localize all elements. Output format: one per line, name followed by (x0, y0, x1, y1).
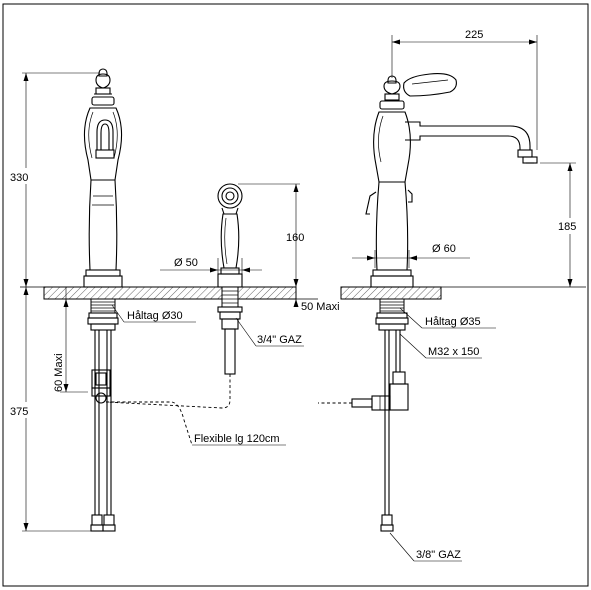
drawing-frame (2, 3, 589, 587)
dim-160-label: 160 (286, 232, 304, 244)
callout-gaz34: 3/4" GAZ (257, 334, 302, 346)
dim-50-maxi-label: 50 Maxi (301, 301, 340, 313)
countertop-right (340, 286, 586, 300)
dimension-185 (540, 162, 580, 287)
faucet-side-view (351, 73, 538, 532)
callout-gaz38: 3/8" GAZ (416, 549, 461, 561)
dim-375-label: 375 (10, 406, 28, 418)
hand-shower (217, 183, 243, 375)
dimension-phi60 (352, 250, 470, 268)
countertop-left (20, 286, 318, 300)
dim-330-label: 330 (10, 172, 28, 184)
flexible-hose-sweep (106, 401, 193, 446)
dimension-60-maxi (60, 287, 88, 393)
dimension-phi50 (160, 258, 262, 276)
flexible-hose (105, 374, 231, 409)
dim-phi50-label: Ø 50 (174, 257, 198, 269)
dimension-50-maxi (293, 287, 299, 307)
callout-m32: M32 x 150 (428, 346, 479, 358)
dim-185-label: 185 (558, 221, 576, 233)
callout-flexible: Flexible lg 120cm (194, 433, 280, 445)
dim-60-maxi-label: 60 Maxi (53, 353, 65, 392)
faucet-front-view (83, 68, 123, 532)
dimension-225 (391, 35, 538, 150)
callout-haltag30: Håltag Ø30 (127, 310, 183, 322)
dim-phi60-label: Ø 60 (432, 243, 456, 255)
callout-leaders (111, 304, 496, 562)
dim-225-label: 225 (465, 29, 483, 41)
callout-haltag35: Håltag Ø35 (425, 316, 481, 328)
dimension-330-375 (12, 72, 100, 532)
dimension-160 (238, 183, 300, 287)
